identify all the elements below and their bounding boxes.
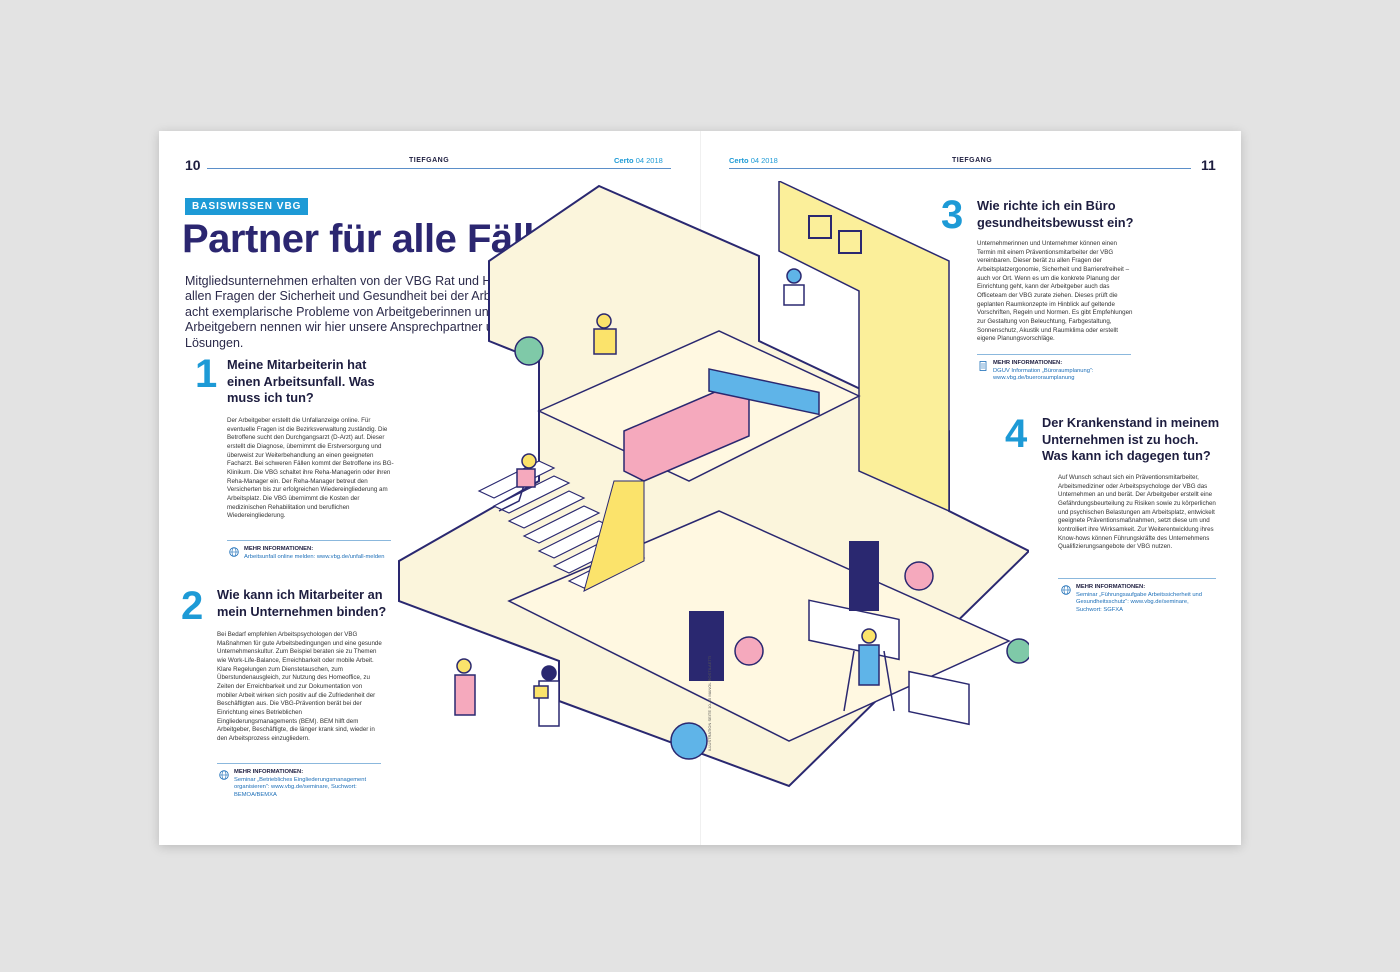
section-body: Der Arbeitgeber erstellt die Unfallanzei… bbox=[227, 417, 394, 520]
section-number: 1 bbox=[195, 352, 218, 396]
globe-icon bbox=[229, 547, 239, 557]
pink-chair bbox=[904, 561, 934, 591]
window bbox=[808, 215, 832, 239]
section-question: Wie richte ich ein Büro gesundheitsbewus… bbox=[977, 198, 1134, 230]
more-info: MEHR INFORMATIONEN: Seminar „Führungsauf… bbox=[1058, 578, 1216, 614]
more-info-heading: MEHR INFORMATIONEN: bbox=[993, 360, 1063, 366]
isometric-office-illustration bbox=[398, 181, 1029, 788]
section-body: Auf Wunsch schaut sich ein Präventionsmi… bbox=[1058, 474, 1216, 551]
section-number: 4 bbox=[1005, 412, 1028, 456]
category-badge: BASISWISSEN VBG bbox=[185, 198, 309, 215]
more-info-rule bbox=[977, 354, 1131, 355]
magazine-spread: 10 TIEFGANG Certo 04 2018 Certo 04 2018 … bbox=[159, 131, 1241, 845]
section-number: 2 bbox=[181, 584, 204, 628]
yellow-wall bbox=[778, 181, 950, 513]
magazine-issue-right: Certo 04 2018 bbox=[729, 156, 778, 165]
section-question: Der Krankenstand in meinem Unternehmen i… bbox=[1042, 415, 1220, 463]
person-sitting-desk bbox=[783, 268, 805, 306]
more-info-rule bbox=[227, 540, 391, 541]
page-title: Partner für alle Fälle bbox=[182, 217, 556, 261]
section-body: Bei Bedarf empfehlen Arbeitspsychologen … bbox=[217, 631, 382, 742]
globe-icon bbox=[219, 770, 229, 780]
more-info: MEHR INFORMATIONEN: DGUV Information „Bü… bbox=[977, 354, 1143, 383]
lower-floor bbox=[507, 510, 1011, 742]
section-question: Wie kann ich Mitarbeiter an mein Unterne… bbox=[217, 587, 387, 619]
person-on-crutches bbox=[843, 628, 895, 712]
document-icon bbox=[979, 361, 987, 371]
more-info-heading: MEHR INFORMATIONEN: bbox=[244, 546, 314, 552]
globe-icon bbox=[1061, 585, 1071, 595]
pink-chair bbox=[734, 636, 764, 666]
blue-armchair bbox=[670, 722, 708, 760]
window bbox=[838, 230, 862, 254]
more-info-link[interactable]: Arbeitsunfall online melden: www.vbg.de/… bbox=[244, 553, 385, 560]
section-number: 3 bbox=[941, 193, 964, 237]
illustration-credit: ILLUSTRATION SEITE 10–15 MANOL ROSTILAET… bbox=[707, 655, 712, 751]
page-number-left: 10 bbox=[185, 157, 201, 173]
person-sitting-chair bbox=[593, 313, 617, 355]
office-desk-2 bbox=[908, 670, 970, 726]
cabinet bbox=[849, 541, 879, 611]
section-body: Unternehmerinnen und Unternehmer können … bbox=[977, 240, 1133, 343]
person-walking bbox=[454, 658, 476, 716]
more-info-rule bbox=[217, 763, 381, 764]
header-rule-left bbox=[207, 168, 671, 169]
cabinet bbox=[689, 611, 724, 681]
header-rule-right bbox=[729, 168, 1191, 169]
more-info-rule bbox=[1058, 578, 1216, 579]
more-info-link[interactable]: Seminar „Betriebliches Eingliederungsman… bbox=[234, 776, 367, 798]
section-label-left: TIEFGANG bbox=[409, 157, 450, 164]
section-question: Meine Mitarbeiterin hat einen Arbeitsunf… bbox=[227, 357, 375, 405]
blue-desk-top bbox=[708, 368, 820, 416]
plant bbox=[514, 336, 544, 366]
person-falling bbox=[498, 453, 537, 512]
magazine-issue-left: Certo 04 2018 bbox=[614, 156, 663, 165]
more-info-heading: MEHR INFORMATIONEN: bbox=[234, 769, 304, 775]
more-info-heading: MEHR INFORMATIONEN: bbox=[1076, 584, 1146, 590]
plant bbox=[1006, 638, 1029, 664]
intro-text: Mitgliedsunternehmen erhalten von der VB… bbox=[185, 274, 530, 350]
more-info: MEHR INFORMATIONEN: Arbeitsunfall online… bbox=[227, 540, 394, 561]
person-carrying-boxes bbox=[533, 665, 560, 727]
more-info-link[interactable]: DGUV Information „Büroraumplanung“: www.… bbox=[993, 367, 1094, 382]
more-info-link[interactable]: Seminar „Führungsaufgabe Arbeitssicherhe… bbox=[1076, 591, 1202, 613]
more-info: MEHR INFORMATIONEN: Seminar „Betrieblich… bbox=[217, 763, 384, 799]
section-label-right: TIEFGANG bbox=[952, 157, 993, 164]
page-number-right: 11 bbox=[1201, 157, 1216, 173]
